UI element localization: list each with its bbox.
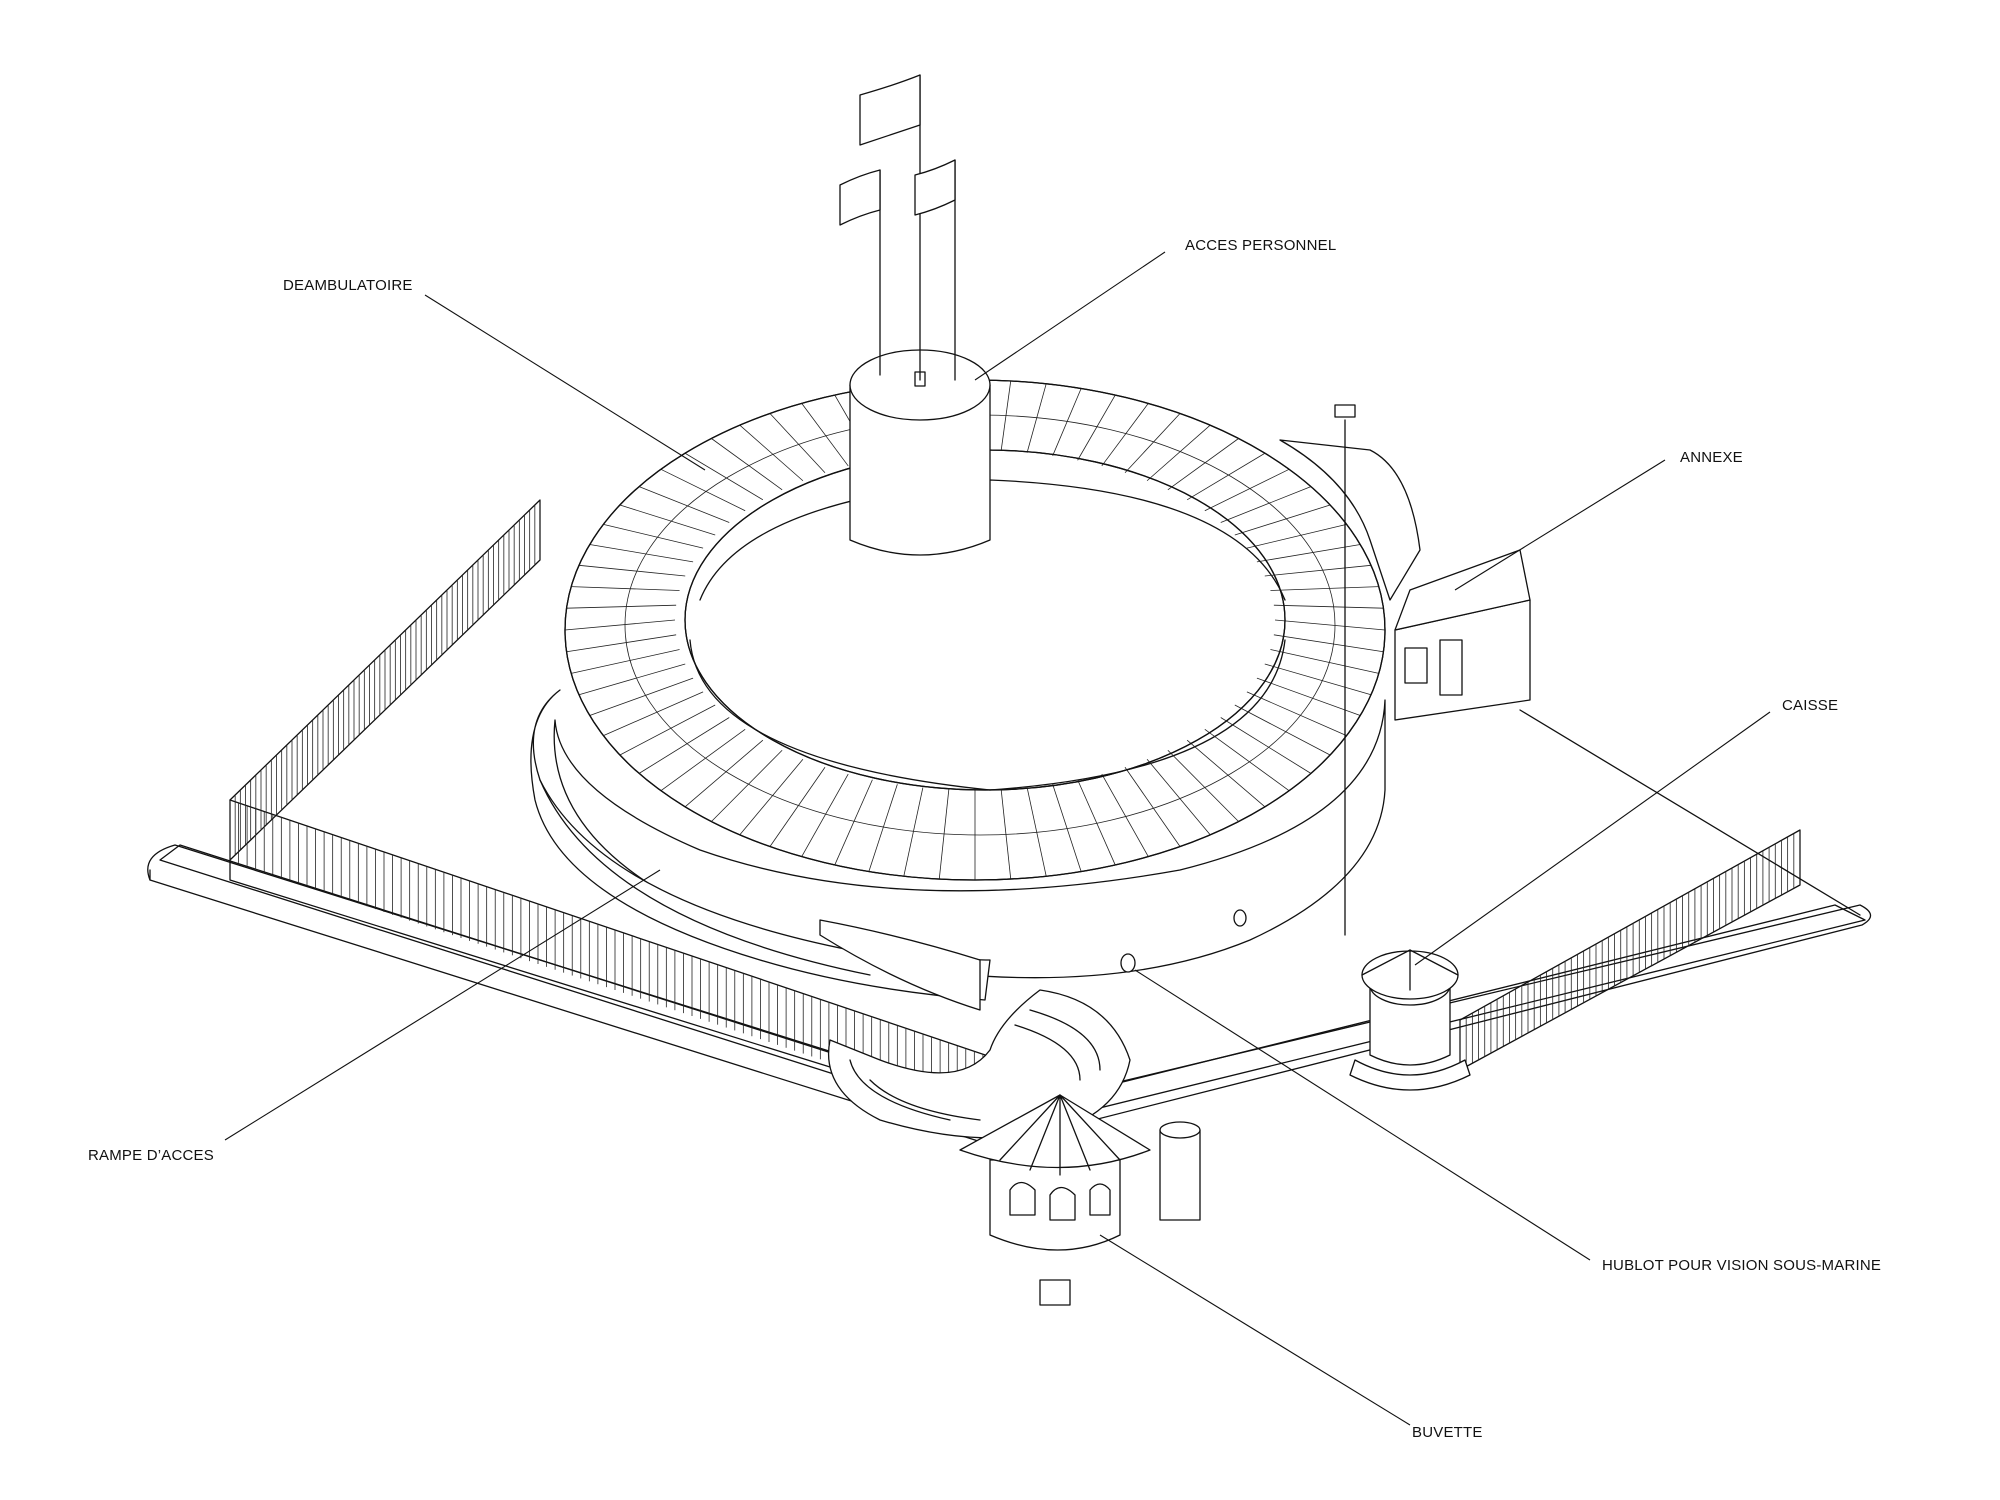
label-deambulatoire: DEAMBULATOIRE [283,277,413,294]
leader-lines [224,251,1771,1426]
staff-access-tower [839,74,991,556]
label-caisse: CAISSE [1782,697,1838,714]
label-rampe-acces: RAMPE D’ACCES [88,1147,214,1164]
callout-labels: DEAMBULATOIRE ACCES PERSONNEL ANNEXE CAI… [88,237,1881,1441]
label-annexe: ANNEXE [1680,449,1743,466]
label-acces-personnel: ACCES PERSONNEL [1185,237,1336,254]
pool-ring [553,379,1386,979]
annex-building [1279,404,1531,936]
access-ramp [530,689,991,1011]
label-hublot: HUBLOT POUR VISION SOUS-MARINE [1602,1257,1881,1274]
right-fence [1459,829,1801,1071]
porthole [1120,909,1247,973]
label-buvette: BUVETTE [1412,1424,1483,1441]
snack-bar-kiosk [959,1094,1201,1306]
ticket-booth [1349,949,1471,1091]
